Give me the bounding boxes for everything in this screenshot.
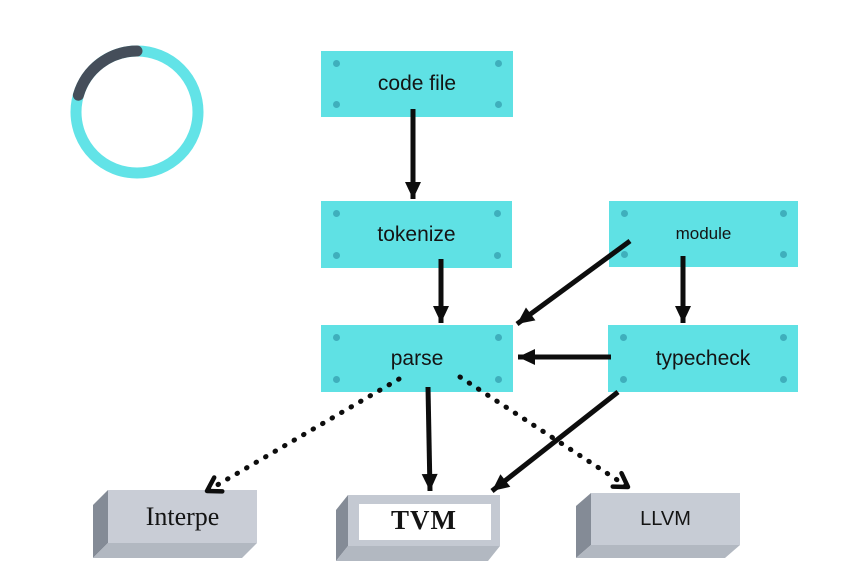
node-tvm-label: TVM [391,505,457,535]
spinner-arc [72,45,143,101]
corner-dot-icon [495,376,502,383]
node-parse[interactable]: parse [321,325,513,392]
node-interpreter-label: Interpe [145,501,220,531]
corner-dot-icon [780,251,787,258]
tvm-slab-bottom [336,546,500,561]
corner-dot-icon [621,251,628,258]
corner-dot-icon [495,60,502,67]
tvm-slab[interactable] [336,495,500,561]
node-typecheck-label: typecheck [655,346,751,370]
node-llvm-label: LLVM [640,507,691,530]
corner-dot-icon [333,60,340,67]
llvm-slab-front [591,493,740,545]
corner-dot-icon [495,334,502,341]
node-parse-label: parse [390,346,444,370]
interpreter-slab-front [108,490,257,543]
corner-dot-icon [495,101,502,108]
llvm-slab-bottom [576,545,740,558]
interpreter-slab-side [93,490,108,558]
corner-dot-icon [621,210,628,217]
tvm-slab-side [336,495,348,561]
node-typecheck[interactable]: typecheck [608,325,798,392]
corner-dot-icon [620,334,627,341]
corner-dot-icon [780,210,787,217]
llvm-slab[interactable] [576,493,740,558]
llvm-slab-side [576,493,591,558]
interpreter-slab[interactable] [93,490,257,558]
interpreter-slab-bottom [93,543,257,558]
node-tokenize-label: tokenize [377,222,456,246]
loading-spinner-icon [70,45,204,179]
node-code-file[interactable]: code file [321,51,513,117]
node-code-file-label: code file [377,72,457,95]
corner-dot-icon [780,376,787,383]
node-module-label: module [675,224,732,243]
corner-dot-icon [333,334,340,341]
corner-dot-icon [494,252,501,259]
corner-dot-icon [620,376,627,383]
tvm-inner-panel [359,504,491,540]
corner-dot-icon [494,210,501,217]
corner-dot-icon [333,252,340,259]
node-module[interactable]: module [609,201,798,267]
corner-dot-icon [333,376,340,383]
corner-dot-icon [333,101,340,108]
corner-dot-icon [333,210,340,217]
corner-dot-icon [780,334,787,341]
node-tokenize[interactable]: tokenize [321,201,512,268]
